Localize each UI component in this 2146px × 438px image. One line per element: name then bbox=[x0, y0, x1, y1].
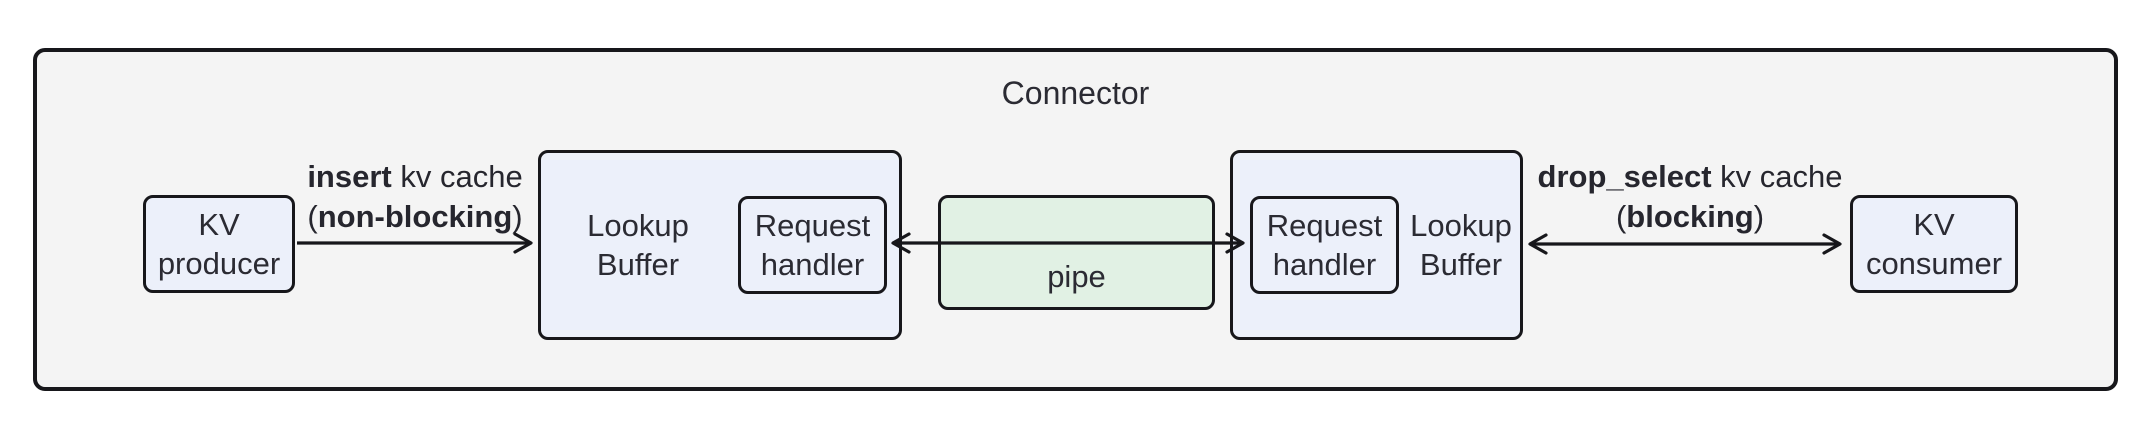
node-request-handler-right bbox=[1250, 196, 1399, 294]
paren: ( bbox=[1615, 199, 1627, 234]
edge-keyword: insert bbox=[307, 159, 392, 194]
paren: ) bbox=[512, 199, 523, 234]
node-kv-consumer bbox=[1850, 195, 2018, 293]
paren: ) bbox=[1753, 199, 1765, 234]
edge-label-line: (non-blocking) bbox=[265, 197, 565, 237]
node-kv-producer bbox=[143, 195, 295, 293]
edge-mode: blocking bbox=[1626, 199, 1754, 234]
connector-title: Connector bbox=[1001, 75, 1150, 111]
edge-label-line: insert kv cache bbox=[265, 157, 565, 197]
edge-keyword: drop_select bbox=[1537, 159, 1712, 194]
edge-label-insert: insert kv cache (non-blocking) bbox=[265, 157, 565, 237]
edge-mode: non-blocking bbox=[317, 199, 513, 234]
paren: ( bbox=[307, 199, 318, 234]
edge-label-line: drop_select kv cache bbox=[1460, 157, 1920, 197]
edge-rest: kv cache bbox=[1711, 159, 1843, 194]
edge-label-line: (blocking) bbox=[1460, 197, 1920, 237]
edge-rest: kv cache bbox=[391, 159, 523, 194]
node-pipe bbox=[938, 195, 1215, 310]
edge-label-drop-select: drop_select kv cache (blocking) bbox=[1460, 157, 1920, 237]
node-request-handler-left bbox=[738, 196, 887, 294]
